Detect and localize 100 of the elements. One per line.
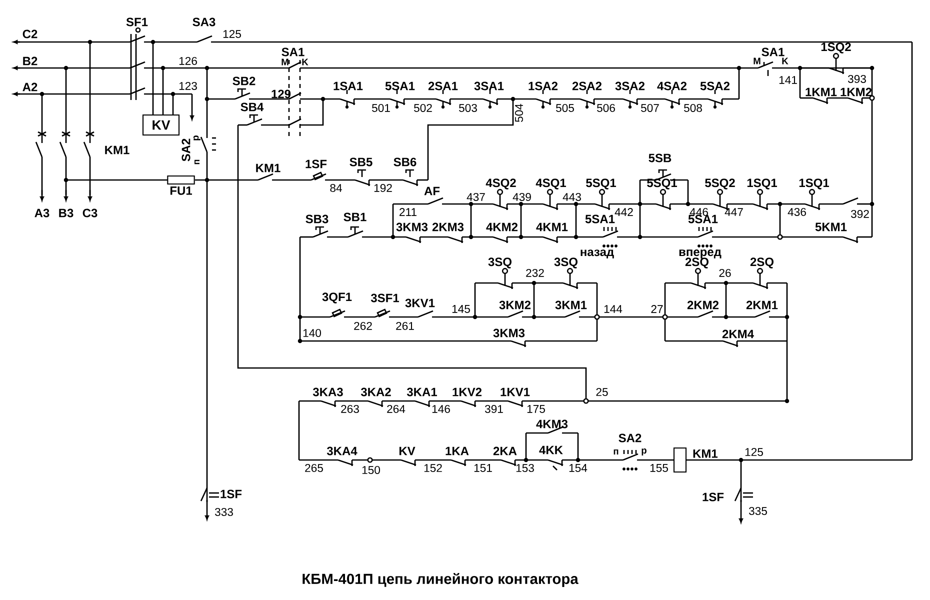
component-label: SB6: [394, 158, 416, 166]
component-label: 5SB: [648, 154, 672, 162]
position-mark: р: [642, 448, 646, 456]
component-label: 5SQ2: [705, 178, 735, 190]
component-label: 2SA1: [428, 82, 458, 90]
wire-number: 503: [459, 104, 477, 112]
wire-number: 261: [396, 322, 414, 330]
component-label: SB2: [232, 76, 256, 86]
component-label: 2SQ: [685, 258, 708, 268]
wire-number: 505: [556, 104, 574, 112]
component-label: 2KA: [493, 446, 517, 456]
component-label: 1KM2: [840, 88, 872, 96]
component-label: 1SA2: [528, 82, 558, 90]
component-label: 4SA2: [657, 82, 687, 90]
wire-number: 501: [372, 104, 390, 112]
position-mark: K: [302, 58, 308, 66]
component-label: 129: [272, 90, 291, 98]
component-label: 3KA3: [312, 388, 343, 396]
component-label: 1KV2: [452, 388, 482, 396]
component-label: 4KM3: [536, 420, 568, 428]
component-label: B3: [59, 208, 74, 218]
wire-number: 140: [303, 329, 321, 337]
wire-number: 123: [179, 82, 197, 90]
position-mark: M: [282, 58, 288, 66]
wire-number: 262: [354, 322, 372, 330]
component-label: 5SA1: [385, 82, 415, 90]
component-label: 1SQ2: [821, 42, 851, 54]
wire-number: 232: [526, 269, 544, 277]
component-label: 3KM3: [396, 222, 428, 232]
wire-number: 126: [179, 57, 197, 65]
wire-number: 391: [485, 405, 503, 413]
wire-number: 264: [387, 405, 406, 413]
component-label: KV: [399, 446, 416, 456]
component-label: C3: [82, 208, 98, 218]
wire-number: 436: [788, 208, 806, 216]
wire-number: 333: [215, 508, 233, 516]
component-label: 1KV1: [500, 388, 530, 396]
component-label: 2KM4: [722, 330, 754, 338]
component-label: 3KM3: [493, 328, 525, 338]
wire-number: 141: [779, 76, 797, 84]
component-label: SA2: [182, 138, 190, 162]
node-label: KM1: [693, 449, 718, 458]
component-label: SB3: [306, 214, 328, 224]
component-label: AF: [424, 186, 440, 196]
component-label: 4KM1: [536, 222, 568, 232]
component-label: C2: [22, 30, 38, 38]
component-label: B2: [23, 56, 38, 66]
wire-number: 154: [569, 464, 588, 472]
position-mark: п: [614, 450, 618, 454]
component-label: 1KA: [446, 446, 469, 456]
wire-number: 393: [848, 75, 866, 83]
coil: KM1: [673, 447, 718, 473]
component-label: 4KK: [539, 446, 563, 454]
component-label: 2KM3: [432, 222, 464, 232]
component-label: 3KA1: [406, 388, 437, 396]
wire-number: 446: [690, 208, 708, 216]
component-label: SA1: [282, 48, 304, 56]
wire-number: 437: [466, 193, 485, 201]
wire-number: 504: [515, 104, 524, 122]
wire-number: 145: [452, 305, 470, 313]
position-mark: п: [194, 160, 200, 164]
component-label: 5SA2: [700, 82, 730, 90]
component-label: 3KM1: [555, 300, 587, 310]
wire-number: 506: [597, 104, 615, 112]
component-label: 5SA1: [688, 214, 718, 224]
wire-number: 508: [684, 104, 702, 112]
fuse: FU1: [167, 175, 195, 195]
component-label: вперед: [679, 250, 722, 258]
component-label: A2: [22, 82, 38, 92]
wire-number: 125: [223, 30, 241, 38]
component-label: SA2: [618, 434, 642, 442]
component-label: 3KM2: [499, 300, 531, 310]
wire-number: 442: [614, 208, 633, 216]
wire-number: 263: [341, 405, 359, 413]
wire-number: 447: [724, 208, 743, 216]
wire-number: 150: [362, 466, 380, 474]
component-label: A3: [34, 208, 50, 218]
component-label: 2SA2: [572, 82, 602, 90]
kv-relay-box: KV: [142, 114, 180, 136]
component-label: 5SQ1: [586, 178, 616, 190]
position-mark: K: [782, 58, 788, 64]
component-label: 5KM1: [815, 222, 847, 232]
component-label: 1SF: [702, 492, 724, 502]
component-label: 1SQ1: [747, 178, 778, 190]
component-label: 4KM2: [486, 222, 518, 232]
wire-number: 27: [651, 305, 663, 313]
component-label: 1SA1: [334, 82, 363, 90]
component-label: SA3: [192, 18, 216, 26]
component-label: 3KA4: [326, 446, 358, 456]
component-label: 1SQ1: [799, 178, 830, 190]
component-label: KM1: [256, 164, 280, 172]
wire-number: 439: [512, 193, 531, 201]
wire-number: 265: [305, 464, 323, 472]
wire-number: 146: [432, 405, 450, 413]
component-label: SB5: [350, 158, 372, 166]
component-label: SB4: [240, 102, 264, 112]
wire-number: 507: [641, 104, 659, 112]
wire-number: 125: [745, 448, 763, 456]
component-label: 4SQ1: [536, 178, 566, 190]
component-label: 2KM2: [687, 300, 719, 310]
